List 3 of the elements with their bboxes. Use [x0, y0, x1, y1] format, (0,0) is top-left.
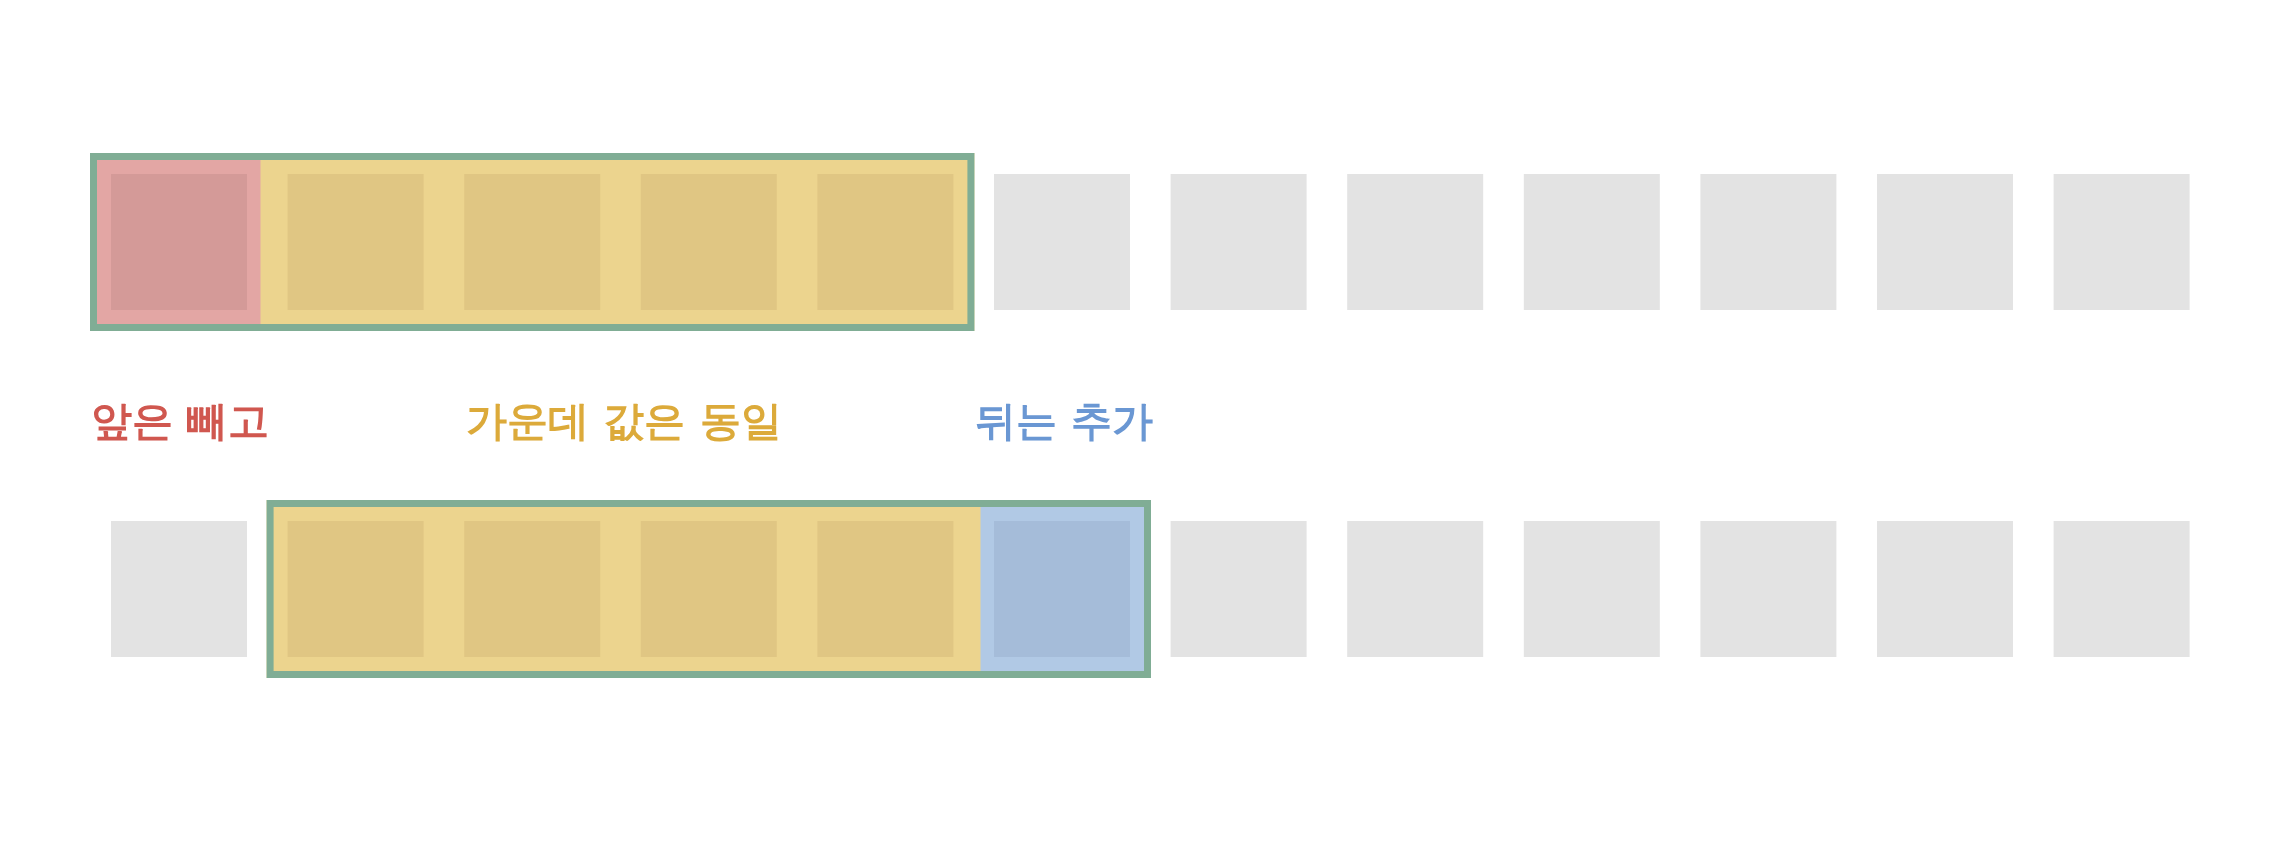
annotation-label: 뒤는 추가	[975, 401, 1154, 442]
annotation-label: 앞은 빼고	[91, 401, 270, 442]
annotation-label: 가운데 값은 동일	[466, 401, 782, 442]
